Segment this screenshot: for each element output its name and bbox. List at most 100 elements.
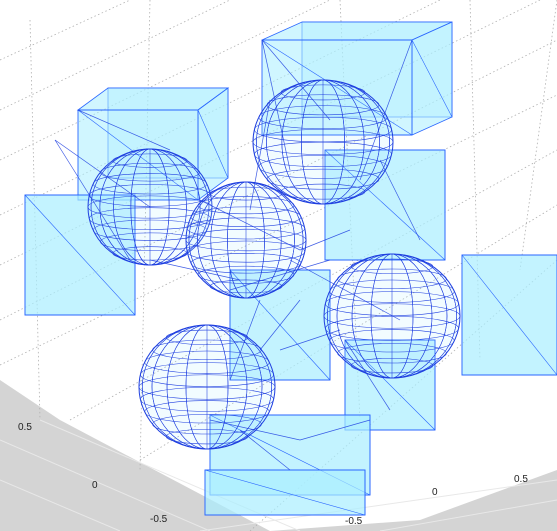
sphere-latitude	[197, 265, 295, 284]
box-bottom-front	[204, 469, 366, 516]
box-edge	[24, 194, 136, 316]
sphere-latitude	[258, 154, 388, 179]
box-edge	[344, 339, 436, 431]
floor-grid-line	[0, 479, 121, 531]
sphere-longitude	[142, 324, 272, 450]
mesh-wire	[279, 329, 341, 351]
mesh-wire	[261, 39, 331, 121]
sphere-latitude	[165, 329, 249, 346]
mesh-wire	[289, 259, 401, 321]
sphere-latitude	[92, 219, 208, 241]
sphere-latitude	[138, 374, 276, 400]
sphere-latitude	[185, 228, 307, 252]
sphere-latitude	[252, 129, 394, 155]
sphere-latitude	[144, 400, 270, 424]
mesh-wire	[54, 139, 151, 208]
grid-line	[519, 0, 557, 271]
sphere-latitude	[140, 387, 274, 412]
mesh-wire	[54, 139, 131, 261]
mesh-wire	[199, 199, 301, 251]
sphere-longitude	[327, 253, 457, 379]
box-right	[461, 254, 557, 376]
sphere-latitude	[209, 186, 283, 201]
sphere-latitude	[112, 153, 188, 168]
sphere-latitude	[280, 84, 366, 101]
mesh-wire	[229, 299, 261, 381]
sphere-latitude	[152, 339, 262, 360]
sphere-latitude	[190, 206, 302, 227]
sphere-latitude	[337, 343, 447, 364]
sphere-latitude	[325, 316, 459, 341]
floor-plane	[0, 380, 557, 531]
grid-line	[0, 0, 331, 161]
sphere-latitude	[323, 303, 461, 329]
left-tick-label-3: -0.5	[150, 514, 168, 525]
connecting-wires	[54, 39, 421, 471]
translucent-boxes	[24, 21, 557, 516]
bottom-tick-label-1: -0.5	[345, 516, 363, 527]
box-edge	[204, 469, 366, 516]
sphere-latitude	[144, 350, 270, 374]
sphere-latitude	[266, 94, 380, 116]
sphere-latitude	[350, 357, 434, 374]
left-tick-label-1: 0.5	[18, 422, 32, 433]
grid-line	[0, 94, 557, 366]
sphere-latitude	[92, 173, 208, 195]
sphere-latitude	[329, 279, 455, 303]
sphere-lower-left	[138, 324, 276, 450]
mesh-wire	[209, 419, 301, 441]
box-edge	[197, 109, 229, 179]
mesh-wire	[359, 39, 413, 181]
sphere-latitude	[337, 268, 447, 289]
sphere-latitude	[186, 217, 306, 240]
sphere-latitude	[266, 168, 380, 190]
sphere-latitude	[258, 105, 388, 130]
mesh-wire	[77, 109, 171, 151]
sphere-latitude	[88, 207, 212, 230]
sphere-longitude	[188, 181, 304, 299]
floor-grid-line	[0, 439, 211, 531]
box-mid-right	[324, 149, 446, 261]
sphere-latitude	[329, 329, 455, 353]
box-edge	[411, 39, 453, 118]
box-edge	[77, 109, 199, 201]
box-edge	[261, 39, 413, 136]
box-edge	[461, 254, 557, 376]
mesh-wire	[249, 99, 271, 211]
mesh-wire	[344, 339, 391, 411]
floor-grid-line	[379, 499, 557, 531]
box-edge	[324, 149, 446, 261]
right-tick-label-2: 0.5	[514, 474, 528, 485]
box-top-right	[261, 21, 453, 136]
box-left	[24, 194, 136, 316]
grid-line	[0, 0, 231, 111]
sphere-latitude	[209, 279, 283, 294]
sphere-longitude	[256, 79, 390, 205]
sphere-latitude	[350, 258, 434, 275]
sphere-latitude	[190, 253, 302, 274]
sphere-latitude	[152, 414, 262, 435]
left-tick-label-2: 0	[92, 480, 98, 491]
sphere-center	[185, 181, 307, 299]
mesh-wire	[259, 299, 301, 351]
mesh-wire	[261, 39, 291, 171]
sphere-latitude	[87, 195, 213, 219]
sphere-latitude	[186, 240, 306, 263]
mesh-wire	[229, 259, 331, 291]
sphere-latitude	[100, 232, 200, 252]
sphere-latitude	[197, 196, 295, 215]
mesh-wire	[239, 429, 291, 471]
right-tick-label-1: 0	[432, 487, 438, 498]
grid-line	[69, 149, 557, 421]
mesh-wire	[379, 159, 421, 241]
sphere-latitude	[280, 183, 366, 200]
mesh-wire	[299, 229, 351, 251]
sphere-longitude	[90, 148, 210, 266]
sphere-latitude	[140, 362, 274, 387]
sphere-latitude	[254, 141, 392, 168]
mesh-wire	[299, 419, 371, 441]
sphere-upper-right	[252, 79, 394, 205]
mesh-wire	[149, 259, 241, 281]
floor-grid-line	[199, 479, 557, 531]
